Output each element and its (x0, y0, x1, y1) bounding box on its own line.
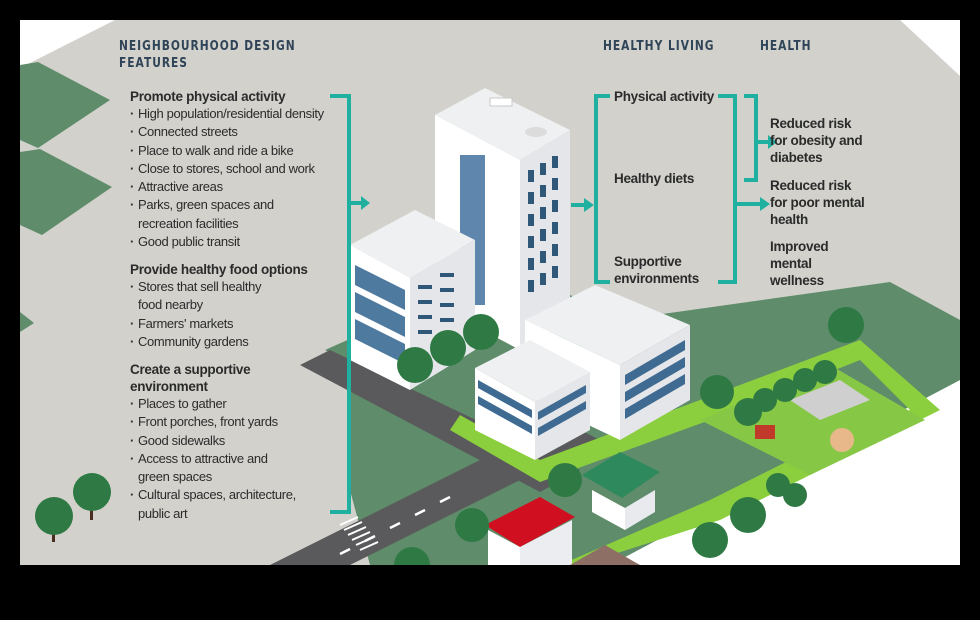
healthy-living-item: Healthy diets (614, 171, 695, 186)
feature-group-title: Create a supportive environment (130, 362, 251, 394)
health-outcome: Improved mental wellness (770, 239, 829, 288)
office-block (475, 340, 590, 460)
feature-item: Good sidewalks (130, 432, 330, 450)
feature-group-supportive-environment: Create a supportive environment Places t… (130, 361, 330, 523)
city-illustration (20, 20, 960, 565)
heading-design-features: NEIGHBOURHOOD DESIGN FEATURES (119, 38, 296, 72)
heading-healthy-living: HEALTHY LIVING (603, 39, 715, 54)
feature-group-title: Provide healthy food options (130, 262, 308, 277)
feature-item: Farmers' markets (130, 315, 330, 333)
feature-item: Parks, green spaces and recreation facil… (130, 196, 288, 233)
office-tower (435, 88, 570, 350)
bracket-healthy-living (594, 94, 610, 284)
feature-group-healthy-food: Provide healthy food options Stores that… (130, 261, 330, 351)
healthy-living-item: Physical activity (614, 89, 714, 104)
feature-item: Community gardens (130, 333, 330, 351)
arrow-right-icon (361, 196, 370, 210)
feature-item: High population/residential density (130, 105, 350, 123)
arrow-right-icon (584, 198, 594, 212)
health-outcome: Reduced risk for obesity and diabetes (770, 116, 863, 165)
feature-group-title: Promote physical activity (130, 89, 286, 104)
bracket-to-health (718, 94, 777, 284)
trees (35, 307, 864, 565)
heading-health: HEALTH (760, 39, 812, 54)
bracket-design-features (330, 94, 370, 514)
feature-item: Good public transit (130, 233, 350, 251)
arrow-right-icon (768, 135, 777, 149)
corner-decoration (20, 20, 115, 68)
house-brown-roof (570, 545, 640, 565)
feature-item: Connected streets (130, 123, 350, 141)
sandpit-icon (830, 428, 854, 452)
arrow-right-icon (760, 197, 770, 211)
arrow-to-healthy-living (571, 198, 594, 212)
crosswalk (339, 516, 379, 551)
feature-item: Places to gather (130, 395, 330, 413)
playground-lawn (700, 365, 925, 475)
play-structure-icon (755, 425, 775, 439)
green-diamond-icon (20, 312, 34, 332)
infographic-canvas: NEIGHBOURHOOD DESIGN FEATURES HEALTHY LI… (20, 20, 960, 565)
green-diamond-icon (20, 149, 112, 235)
feature-list: High population/residential density Conn… (130, 105, 350, 251)
feature-item: Close to stores, school and work (130, 160, 350, 178)
health-outcome: Reduced risk for poor mental health (770, 178, 865, 227)
feature-item: Cultural spaces, architecture, public ar… (130, 486, 313, 523)
house-red-roof (485, 497, 575, 565)
healthy-living-item: Supportive environments (614, 254, 699, 286)
basketball-court (790, 380, 870, 420)
feature-item: Place to walk and ride a bike (130, 142, 350, 160)
feature-item: Front porches, front yards (130, 413, 330, 431)
green-diamond-icon (20, 62, 110, 148)
corner-decoration (900, 20, 960, 76)
feature-item: Stores that sell healthy food nearby (130, 278, 278, 315)
feature-list: Stores that sell healthy food nearby Far… (130, 278, 330, 351)
feature-item: Attractive areas (130, 178, 350, 196)
heading-line: NEIGHBOURHOOD DESIGN (119, 39, 296, 54)
feature-item: Access to attractive and green spaces (130, 450, 283, 487)
heading-line: FEATURES (119, 56, 188, 71)
feature-group-physical-activity: Promote physical activity High populatio… (130, 88, 350, 251)
feature-list: Places to gather Front porches, front ya… (130, 395, 330, 523)
house-green-roof (582, 452, 660, 530)
